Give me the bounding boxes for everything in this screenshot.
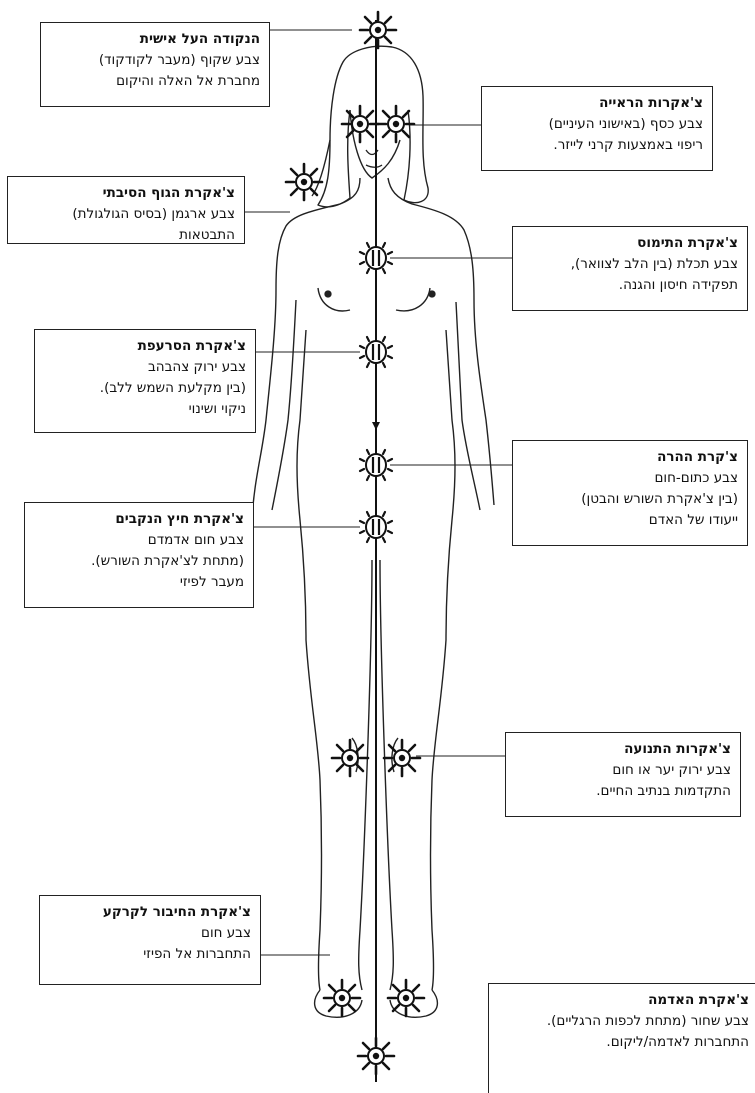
causal-body-chakra-box: צ'אקרת הגוף הסיבתי צבע ארגמן (בסיס הגולג… [7, 176, 245, 244]
right-knee-chakra-icon [384, 740, 420, 776]
grounding-chakra-box: צ'אקרת החיבור לקרקע צבע חום התחברות אל ה… [39, 895, 261, 985]
box-line: צבע כסף (באישוני העיניים) [489, 114, 703, 135]
box-title: צ'אקרת הגוף הסיבתי [15, 183, 235, 204]
thymus-chakra-box: צ'אקרת התימוס צבע תכלת (בין הלב לצוואר),… [512, 226, 748, 311]
box-line: ריפוי באמצעות קרני לייזר. [489, 135, 703, 156]
box-line: ניקוי ושינוי [42, 399, 246, 420]
box-line: (בין צ'אקרת השורש והבטן) [520, 489, 738, 510]
box-line: צבע שחור (מתחת לכפות הרגליים). [496, 1011, 749, 1032]
diaphragm-chakra-box: צ'אקרת הסרעפת צבע ירוק צהבהב (בין מקלעת … [34, 329, 256, 433]
crown-chakra-icon [360, 12, 396, 48]
hara-chakra-box: צ'קרת ההרה צבע כתום-חום (בין צ'אקרת השור… [512, 440, 748, 546]
box-line: התקדמות בנתיב החיים. [513, 781, 731, 802]
box-title: צ'אקרת חיץ הנקבים [32, 509, 244, 530]
connector-lines [245, 30, 512, 955]
box-line: התחברות אל הפיזי [47, 944, 251, 965]
box-line: צבע תכלת (בין הלב לצוואר), [520, 254, 738, 275]
earth-chakra-icon [358, 1038, 394, 1074]
vision-chakras-box: צ'אקרות הראייה צבע כסף (באישוני העיניים)… [481, 86, 713, 171]
hara-chakra-icon [360, 450, 392, 480]
box-line: צבע כתום-חום [520, 468, 738, 489]
box-title: צ'אקרת התימוס [520, 233, 738, 254]
earth-chakra-box: צ'אקרת האדמה צבע שחור (מתחת לכפות הרגליי… [488, 983, 755, 1093]
perineum-chakra-box: צ'אקרת חיץ הנקבים צבע חום אדמדם (מתחת לצ… [24, 502, 254, 608]
left-knee-chakra-icon [332, 740, 368, 776]
box-line: התבטאות [15, 225, 235, 246]
perineum-chakra-icon [360, 512, 392, 542]
transpersonal-point-box: הנקודה העל אישית צבע שקוף (מעבר לקודקוד)… [40, 22, 270, 107]
box-title: צ'אקרת האדמה [496, 990, 749, 1011]
box-title: צ'אקרת הסרעפת [42, 336, 246, 357]
box-line: צבע ירוק יער או חום [513, 760, 731, 781]
box-title: צ'אקרת החיבור לקרקע [47, 902, 251, 923]
diaphragm-chakra-icon [360, 337, 392, 367]
box-line: (בין מקלעת השמש ללב). [42, 378, 246, 399]
box-line: התחברות לאדמה/ליקום. [496, 1032, 749, 1053]
movement-chakras-box: צ'אקרות התנועה צבע ירוק יער או חום התקדמ… [505, 732, 741, 817]
box-line: צבע חום אדמדם [32, 530, 244, 551]
box-line: (מתחת לצ'אקרת השורש). [32, 551, 244, 572]
chakra-symbols [286, 12, 424, 1074]
causal-chakra-icon [286, 164, 322, 200]
box-line: ייעודו של האדם [520, 510, 738, 531]
left-foot-chakra-icon [324, 980, 360, 1016]
box-line: צבע ירוק צהבהב [42, 357, 246, 378]
small-arrow-icon [372, 422, 380, 430]
box-line: צבע שקוף (מעבר לקודקוד) [48, 50, 260, 71]
box-title: צ'אקרות התנועה [513, 739, 731, 760]
box-title: צ'קרת ההרה [520, 447, 738, 468]
right-eye-chakra-icon [378, 106, 414, 142]
left-eye-chakra-icon [342, 106, 378, 142]
right-foot-chakra-icon [388, 980, 424, 1016]
box-title: צ'אקרות הראייה [489, 93, 703, 114]
box-line: צבע ארגמן (בסיס הגולגולת) [15, 204, 235, 225]
box-line: צבע חום [47, 923, 251, 944]
box-line: מחברת אל האלה והיקום [48, 71, 260, 92]
thymus-chakra-icon [360, 243, 392, 273]
box-line: תפקידה חיסון והגנה. [520, 275, 738, 296]
box-line: מעבר לפיזי [32, 572, 244, 593]
box-title: הנקודה העל אישית [48, 29, 260, 50]
